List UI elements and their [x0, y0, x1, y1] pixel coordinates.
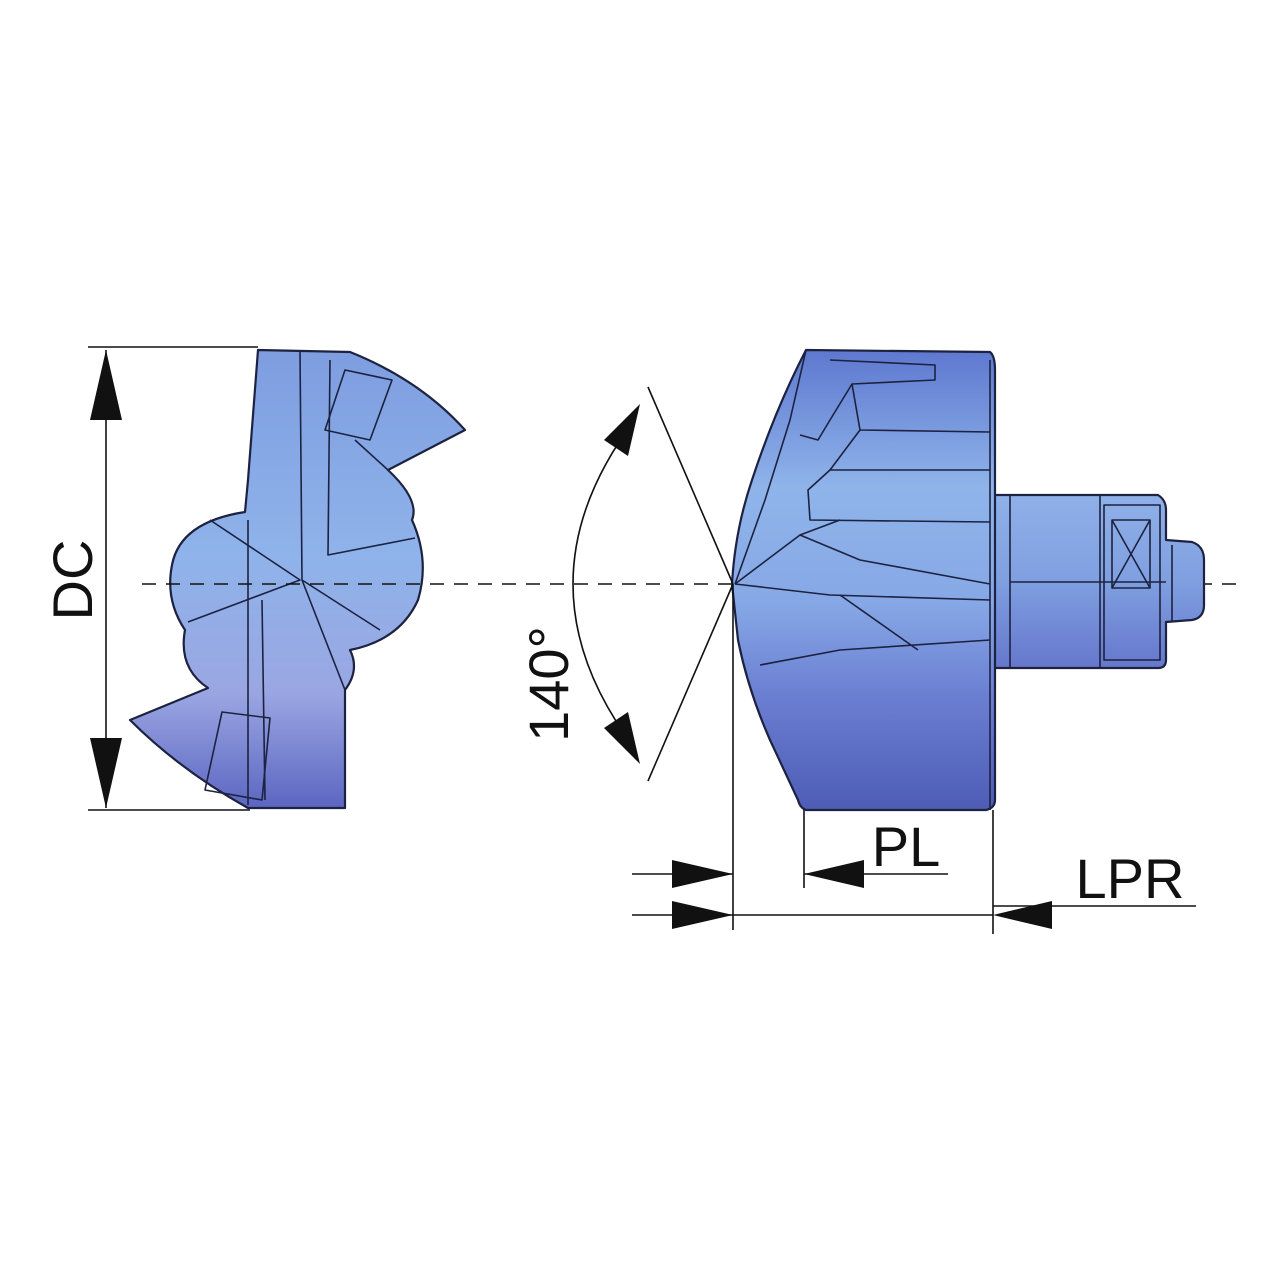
- lpr-label: LPR: [1076, 847, 1185, 910]
- pl-dimension: PL: [632, 584, 948, 930]
- dc-dimension: DC: [41, 346, 258, 811]
- side-view: [730, 348, 1206, 812]
- pl-label: PL: [872, 815, 941, 878]
- lpr-dimension: LPR: [632, 810, 1196, 934]
- dc-label: DC: [41, 540, 104, 621]
- angle-label: 140°: [517, 626, 580, 742]
- end-view: [128, 348, 467, 810]
- angle-dimension: 140°: [517, 386, 734, 782]
